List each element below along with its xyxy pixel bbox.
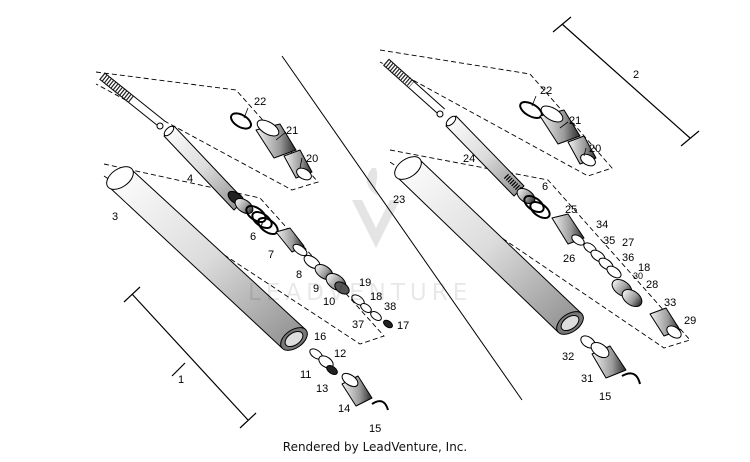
callout-32: 32 xyxy=(562,351,574,363)
callout-16: 16 xyxy=(314,331,326,343)
piston-right xyxy=(551,213,585,246)
callout-11: 11 xyxy=(300,369,311,381)
callout-30: 30 xyxy=(633,271,643,281)
callout-24: 24 xyxy=(463,153,475,165)
callout-20: 20 xyxy=(306,153,318,165)
callout-22: 22 xyxy=(254,96,266,108)
cap-assembly-left xyxy=(230,112,313,181)
assembly-2-bracket xyxy=(552,16,700,147)
callout-22-right: 22 xyxy=(540,85,552,97)
valve-stack-right xyxy=(583,242,682,339)
callout-2: 2 xyxy=(633,69,639,81)
callout-13: 13 xyxy=(316,383,328,395)
leader-lines xyxy=(243,95,587,169)
center-divider xyxy=(281,55,523,401)
watermark-text: LEADVENTURE xyxy=(248,280,473,306)
damper-rod-right xyxy=(445,115,525,197)
footer-credit: Rendered by LeadVenture, Inc. xyxy=(282,440,468,454)
callout-28: 28 xyxy=(646,279,658,291)
outer-tube-left xyxy=(106,166,308,351)
callout-14: 14 xyxy=(338,403,350,415)
spring-right xyxy=(516,187,551,219)
callout-23: 23 xyxy=(393,194,405,206)
callout-19: 19 xyxy=(359,277,371,289)
outer-tube-right xyxy=(394,156,584,335)
valve-stack-left xyxy=(303,254,350,295)
cap-assembly-right xyxy=(519,101,597,167)
valve-left xyxy=(275,227,308,257)
callout-38: 38 xyxy=(384,301,396,313)
callout-15: 15 xyxy=(369,423,381,435)
threaded-rod-right xyxy=(383,58,445,118)
callout-6: 6 xyxy=(250,231,256,243)
callout-12: 12 xyxy=(334,348,346,360)
callout-20-right: 20 xyxy=(589,143,601,155)
callout-10: 10 xyxy=(323,296,335,308)
callout-18-right: 18 xyxy=(638,262,650,274)
assembly-1-bracket xyxy=(123,286,257,429)
callout-6-right: 6 xyxy=(542,181,548,193)
lower-parts-right xyxy=(580,335,641,385)
callout-21: 21 xyxy=(286,125,298,137)
washers-left xyxy=(351,294,393,329)
left-assembly xyxy=(99,72,393,411)
callout-17: 17 xyxy=(397,320,409,332)
callout-34: 34 xyxy=(596,219,608,231)
callout-15-right: 15 xyxy=(599,391,611,403)
right-assembly xyxy=(383,58,682,385)
callout-27: 27 xyxy=(622,237,634,249)
callout-5: 5 xyxy=(257,217,263,229)
callout-7: 7 xyxy=(268,249,274,261)
callout-31: 31 xyxy=(581,373,593,385)
callout-26: 26 xyxy=(563,253,575,265)
callout-33: 33 xyxy=(664,297,676,309)
callout-3: 3 xyxy=(112,211,118,223)
callout-4: 4 xyxy=(187,173,193,185)
callout-35: 35 xyxy=(603,235,615,247)
lower-parts-left xyxy=(309,348,389,411)
callout-8: 8 xyxy=(296,269,302,281)
callout-9: 9 xyxy=(313,283,319,295)
callout-37: 37 xyxy=(352,319,364,331)
callout-36: 36 xyxy=(622,252,634,264)
callout-1: 1 xyxy=(178,374,184,386)
watermark-logo xyxy=(352,168,400,248)
threaded-rod-left xyxy=(99,72,165,130)
callout-21-right: 21 xyxy=(569,115,581,127)
callout-25: 25 xyxy=(565,204,577,216)
callout-labels: 1 2 3 4 5 6 6 7 8 9 10 11 12 13 14 15 15… xyxy=(112,69,696,435)
spring-left xyxy=(227,190,279,235)
callout-29: 29 xyxy=(684,315,696,327)
callout-18: 18 xyxy=(370,291,382,303)
